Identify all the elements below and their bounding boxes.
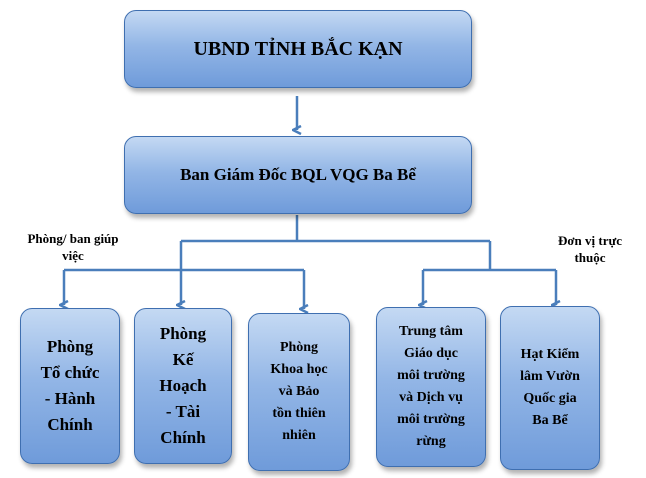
- right-group-label: Đơn vị trực thuộc: [557, 233, 623, 265]
- node-unit-2-label: Phòng Kế Hoạch - Tài Chính: [159, 324, 207, 447]
- node-unit-5-label: Hạt Kiểm lâm Vườn Quốc gia Ba Bể: [520, 347, 580, 428]
- node-ban-giam-doc-label: Ban Giám Đốc BQL VQG Ba Bể: [180, 165, 416, 184]
- node-unit-3-label: Phòng Khoa học và Bảo tồn thiên nhiên: [270, 340, 328, 443]
- node-ban-giam-doc: Ban Giám Đốc BQL VQG Ba Bể: [124, 136, 472, 214]
- node-unit-2: Phòng Kế Hoạch - Tài Chính: [134, 308, 232, 464]
- node-unit-5: Hạt Kiểm lâm Vườn Quốc gia Ba Bể: [500, 306, 600, 470]
- node-unit-3: Phòng Khoa học và Bảo tồn thiên nhiên: [248, 313, 350, 471]
- node-unit-4-label: Trung tâm Giáo dục môi trường và Dịch vụ…: [397, 324, 465, 449]
- node-ubnd-tinh: UBND TỈNH BẮC KẠN: [124, 10, 472, 88]
- node-unit-1: Phòng Tổ chức - Hành Chính: [20, 308, 120, 464]
- node-unit-1-label: Phòng Tổ chức - Hành Chính: [40, 337, 100, 434]
- left-group-label: Phòng/ ban giúp việc: [27, 231, 119, 263]
- node-ubnd-tinh-label: UBND TỈNH BẮC KẠN: [193, 37, 403, 60]
- node-unit-4: Trung tâm Giáo dục môi trường và Dịch vụ…: [376, 307, 486, 467]
